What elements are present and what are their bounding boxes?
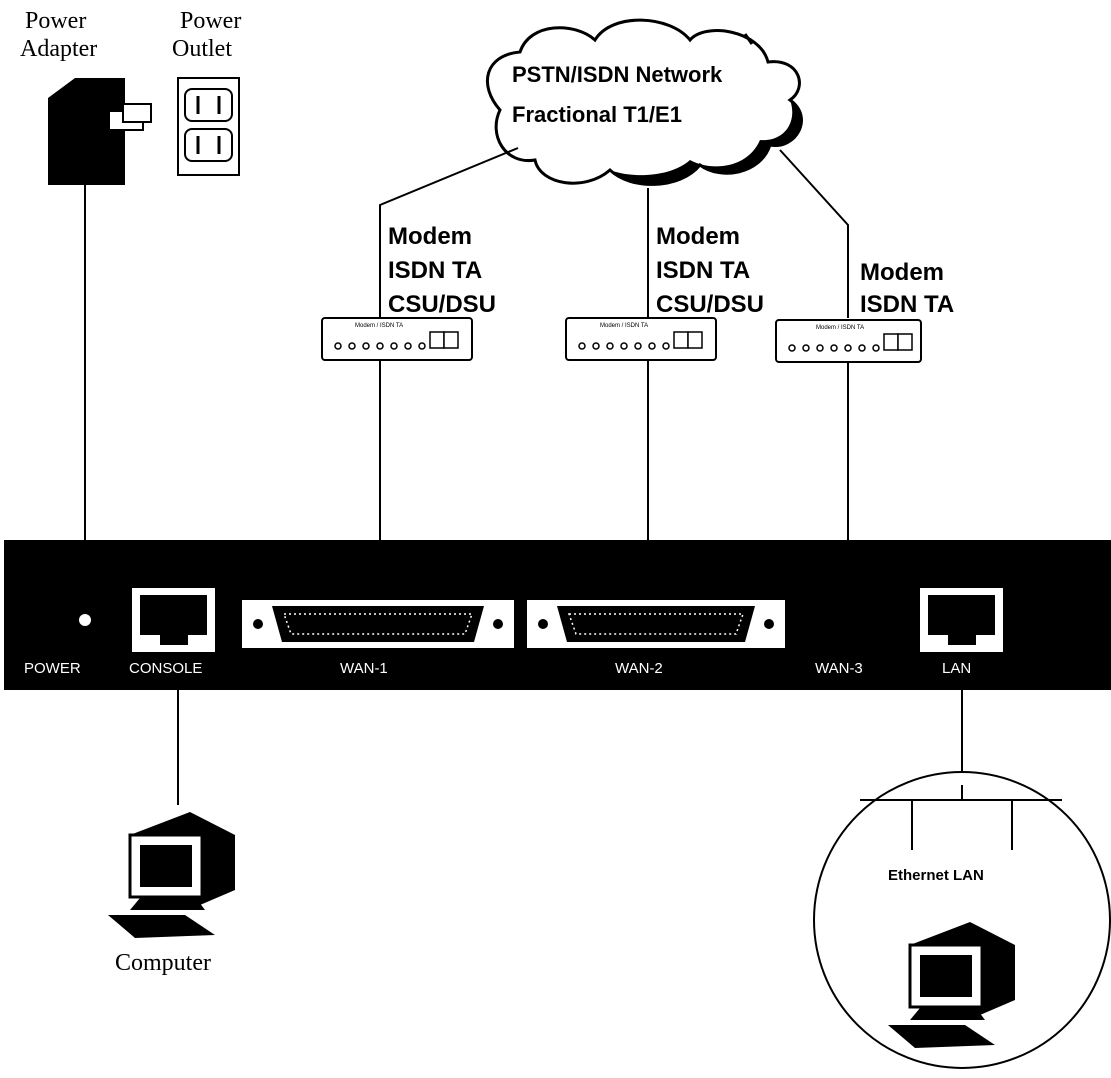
power-outlet-label-line1: Power bbox=[180, 8, 241, 34]
power-adapter-label-line1: Power bbox=[25, 8, 86, 34]
device2-unit-label: Modem / ISDN TA bbox=[600, 323, 648, 329]
modem-device-3: Modem ISDN TA Modem / ISDN TA bbox=[775, 259, 954, 363]
device1-line3: CSU/DSU bbox=[388, 291, 496, 318]
console-computer-icon bbox=[108, 812, 235, 938]
device3-line1: Modem bbox=[860, 259, 944, 286]
device1-line2: ISDN TA bbox=[388, 257, 482, 284]
console-port bbox=[132, 588, 215, 652]
power-adapter: Power Adapter bbox=[20, 8, 152, 185]
network-label-line2: Fractional T1/E1 bbox=[512, 102, 682, 127]
device2-line2: ISDN TA bbox=[656, 257, 750, 284]
ethernet-lan-group: Ethernet LAN bbox=[813, 771, 1111, 1069]
power-port-label: POWER bbox=[24, 660, 81, 677]
network-label-line1: PSTN/ISDN Network bbox=[512, 62, 723, 87]
device1-unit-label: Modem / ISDN TA bbox=[355, 323, 403, 329]
console-computer-label: Computer bbox=[115, 950, 211, 976]
connection-lines bbox=[84, 147, 963, 805]
console-port-label: CONSOLE bbox=[129, 660, 202, 677]
device3-line2: ISDN TA bbox=[860, 291, 954, 318]
wan2-port-label: WAN-2 bbox=[615, 660, 663, 677]
device2-line1: Modem bbox=[656, 223, 740, 250]
wan3-port-label: WAN-3 bbox=[815, 660, 863, 677]
device1-line1: Modem bbox=[388, 223, 472, 250]
lan-port bbox=[920, 588, 1003, 652]
lan-computer-icon bbox=[888, 922, 1015, 1048]
network-cloud: PSTN/ISDN Network Fractional T1/E1 bbox=[485, 18, 803, 186]
power-adapter-label-line2: Adapter bbox=[20, 36, 97, 62]
modem-device-2: Modem ISDN TA CSU/DSU Modem / ISDN TA bbox=[565, 223, 764, 361]
wan1-port bbox=[242, 600, 514, 648]
device2-line3: CSU/DSU bbox=[656, 291, 764, 318]
ethernet-lan-label: Ethernet LAN bbox=[888, 867, 984, 884]
router-back-panel: POWER CONSOLE WAN-1 WAN-2 WAN-3 bbox=[4, 540, 1111, 690]
modem-device-1: Modem ISDN TA CSU/DSU Modem / ISDN TA bbox=[321, 223, 496, 361]
power-outlet: Power Outlet bbox=[172, 8, 241, 176]
lan-port-label: LAN bbox=[942, 660, 971, 677]
power-outlet-label-line2: Outlet bbox=[172, 36, 232, 62]
power-port bbox=[79, 614, 91, 626]
device3-unit-label: Modem / ISDN TA bbox=[816, 325, 864, 331]
wan1-port-label: WAN-1 bbox=[340, 660, 388, 677]
wan2-port bbox=[527, 600, 785, 648]
